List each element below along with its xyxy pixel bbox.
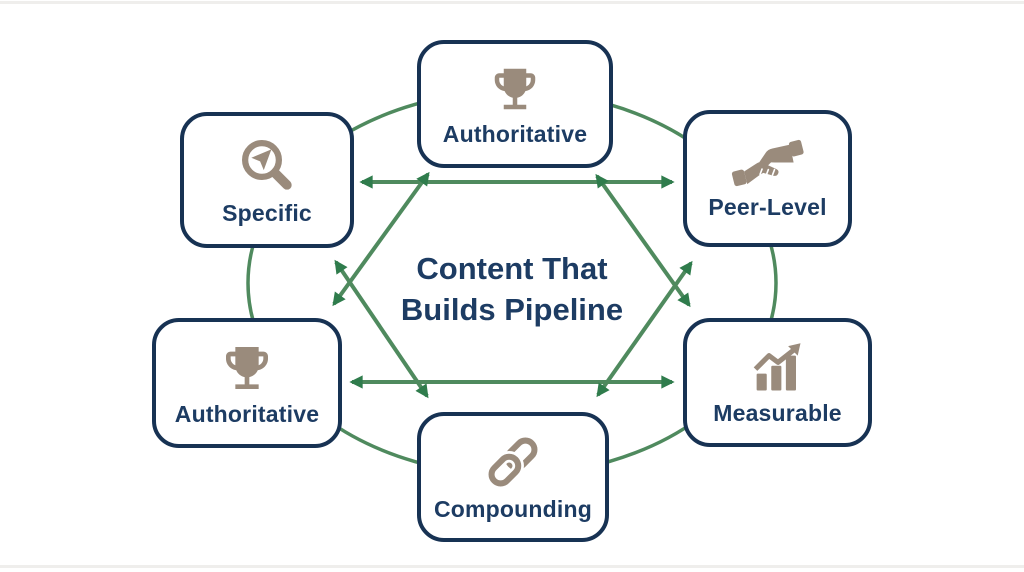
trophy-icon bbox=[488, 62, 542, 116]
node-label: Measurable bbox=[713, 399, 842, 426]
arrow-peer-level-compounding bbox=[596, 260, 693, 398]
node-label: Specific bbox=[222, 200, 312, 226]
node-label: Compounding bbox=[433, 496, 593, 522]
node-compounding: Compounding bbox=[417, 412, 609, 542]
top-border-line bbox=[0, 1, 1024, 4]
node-peer-level: Peer-Level bbox=[683, 110, 852, 247]
handshake-icon bbox=[730, 139, 806, 189]
node-label: Peer-Level bbox=[708, 193, 827, 220]
node-label: Authoritative bbox=[442, 121, 588, 147]
diagram-title-line1: Content That bbox=[416, 251, 608, 286]
node-label: Authoritative bbox=[174, 401, 320, 427]
diagram-title: Content That Builds Pipeline bbox=[312, 248, 712, 330]
node-authoritative-bottom: Authoritative bbox=[152, 318, 342, 448]
diagram-title-line2: Builds Pipeline bbox=[400, 292, 624, 327]
node-authoritative-top: Authoritative bbox=[417, 40, 613, 168]
arrow-authoritative-bottom-authoritative-top bbox=[332, 171, 430, 307]
magnifier-cursor-icon bbox=[237, 135, 297, 195]
growth-chart-icon bbox=[749, 341, 807, 395]
trophy-icon bbox=[219, 340, 275, 396]
node-measurable: Measurable bbox=[683, 318, 872, 447]
bottom-border-line bbox=[0, 565, 1024, 568]
chain-link-icon bbox=[484, 433, 542, 491]
node-specific: Specific bbox=[180, 112, 354, 248]
